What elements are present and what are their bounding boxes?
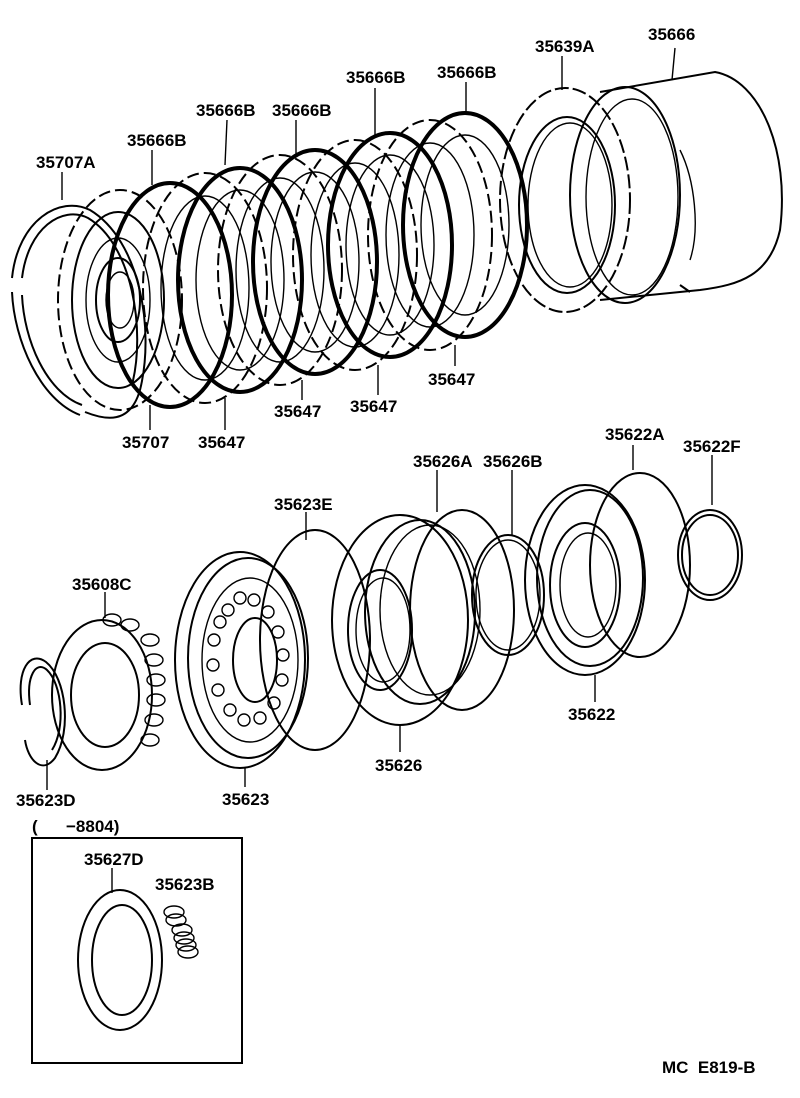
label-35666: 35666 xyxy=(648,25,695,44)
inset-range-label: ( −8804) xyxy=(32,817,119,836)
o-ring-35626A xyxy=(409,509,515,711)
footer-code: MC E819-B xyxy=(662,1058,756,1077)
o-ring-35622A xyxy=(589,472,691,658)
label-35623D: 35623D xyxy=(16,791,76,810)
label-35622F: 35622F xyxy=(683,437,741,456)
label-35647-1: 35647 xyxy=(198,433,245,452)
leader-lines xyxy=(46,47,713,893)
label-35623E: 35623E xyxy=(274,495,333,514)
label-35639A: 35639A xyxy=(535,37,595,56)
label-35626A: 35626A xyxy=(413,452,473,471)
piston-35623 xyxy=(174,551,309,769)
clutch-pack xyxy=(106,111,529,409)
label-35623B: 35623B xyxy=(155,875,215,894)
piston-35627D xyxy=(77,889,163,1031)
label-35622: 35622 xyxy=(568,705,615,724)
clutch-drum xyxy=(569,70,783,304)
flange-35707 xyxy=(57,189,183,411)
inset-box xyxy=(31,837,243,1064)
label-35647-2: 35647 xyxy=(274,402,321,421)
label-35666B-2: 35666B xyxy=(196,101,256,120)
label-35622A: 35622A xyxy=(605,425,665,444)
snap-ring-35622F xyxy=(677,509,743,601)
hub-plate-35639A xyxy=(499,87,631,313)
label-35647-3: 35647 xyxy=(350,397,397,416)
snap-ring-35707A xyxy=(11,204,147,419)
label-35626: 35626 xyxy=(375,756,422,775)
label-35647-4: 35647 xyxy=(428,370,475,389)
label-35608C: 35608C xyxy=(72,575,132,594)
label-35666B-5: 35666B xyxy=(437,63,497,82)
springs-35623B xyxy=(163,905,199,959)
o-ring-35626B xyxy=(471,534,545,656)
label-35623: 35623 xyxy=(222,790,269,809)
label-35626B: 35626B xyxy=(483,452,543,471)
o-ring-35623E xyxy=(259,529,371,751)
label-35627D: 35627D xyxy=(84,850,144,869)
label-35707: 35707 xyxy=(122,433,169,452)
spring-retainer-35608C xyxy=(51,613,166,771)
label-35666B-3: 35666B xyxy=(272,101,332,120)
snap-ring-35623D xyxy=(19,657,66,767)
piston-35622 xyxy=(524,484,646,676)
label-35666B-1: 35666B xyxy=(127,131,187,150)
label-35666B-4: 35666B xyxy=(346,68,406,87)
label-35707A: 35707A xyxy=(36,153,96,172)
piston-35626 xyxy=(331,514,481,726)
